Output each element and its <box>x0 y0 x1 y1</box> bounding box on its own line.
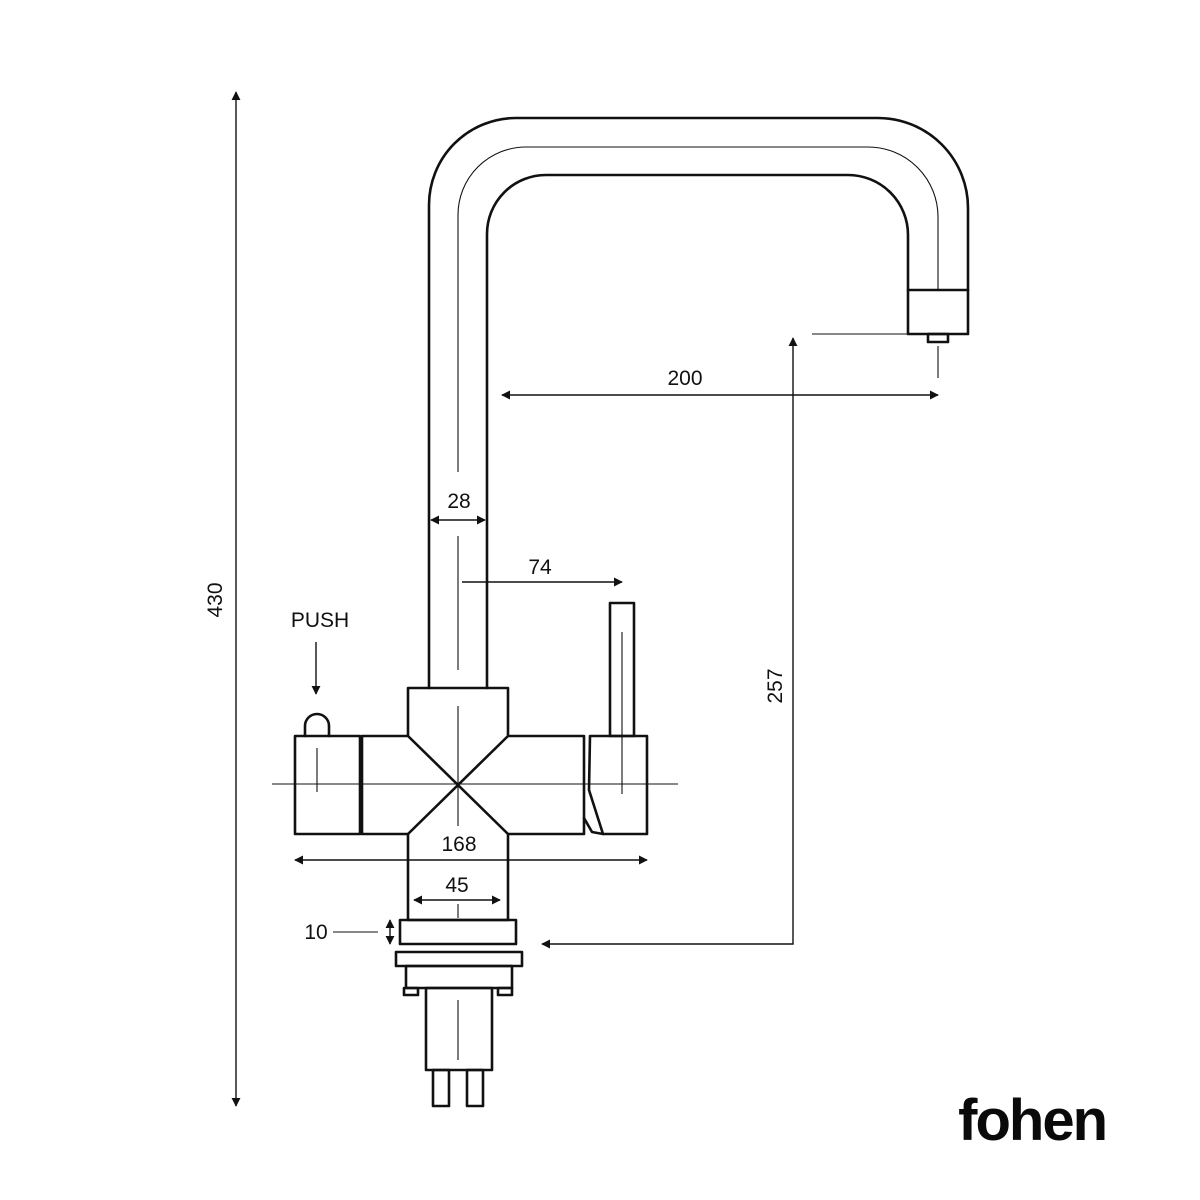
spout-tube <box>427 116 970 690</box>
spout-aerator <box>906 288 970 336</box>
dim-body-width: 168 <box>441 833 476 856</box>
push-label: PUSH <box>291 609 349 632</box>
body-hub <box>360 686 586 922</box>
spout-centerline <box>457 146 939 670</box>
base-ring <box>398 918 518 946</box>
dim-spout-reach: 200 <box>667 367 702 390</box>
dim-ring-height: 10 <box>304 921 327 944</box>
dim-base-diameter: 45 <box>445 874 468 897</box>
faucet <box>272 116 970 1108</box>
dim-spout-diameter: 28 <box>447 490 470 513</box>
push-button <box>303 712 331 738</box>
base-shank <box>424 986 494 1072</box>
dimensions: 430 200 28 74 168 45 10 257 <box>204 91 939 1107</box>
dim-clearance: 257 <box>764 668 787 703</box>
push-annotation: PUSH <box>291 609 349 695</box>
base-clip-right <box>496 986 514 997</box>
lever-housing <box>587 734 649 836</box>
dim-clearance-line <box>541 337 798 949</box>
brand-logo: fohen <box>958 1088 1106 1153</box>
dim-total-height: 430 <box>204 582 227 617</box>
base-plate <box>394 950 524 968</box>
push-cylinder <box>293 734 362 836</box>
base-nut <box>404 964 514 990</box>
base-clip-left <box>402 986 420 997</box>
spout-nozzle <box>926 332 950 344</box>
supply-pipe-right <box>465 1068 485 1108</box>
supply-pipe-left <box>431 1068 451 1108</box>
dim-lever-offset: 74 <box>528 556 552 579</box>
